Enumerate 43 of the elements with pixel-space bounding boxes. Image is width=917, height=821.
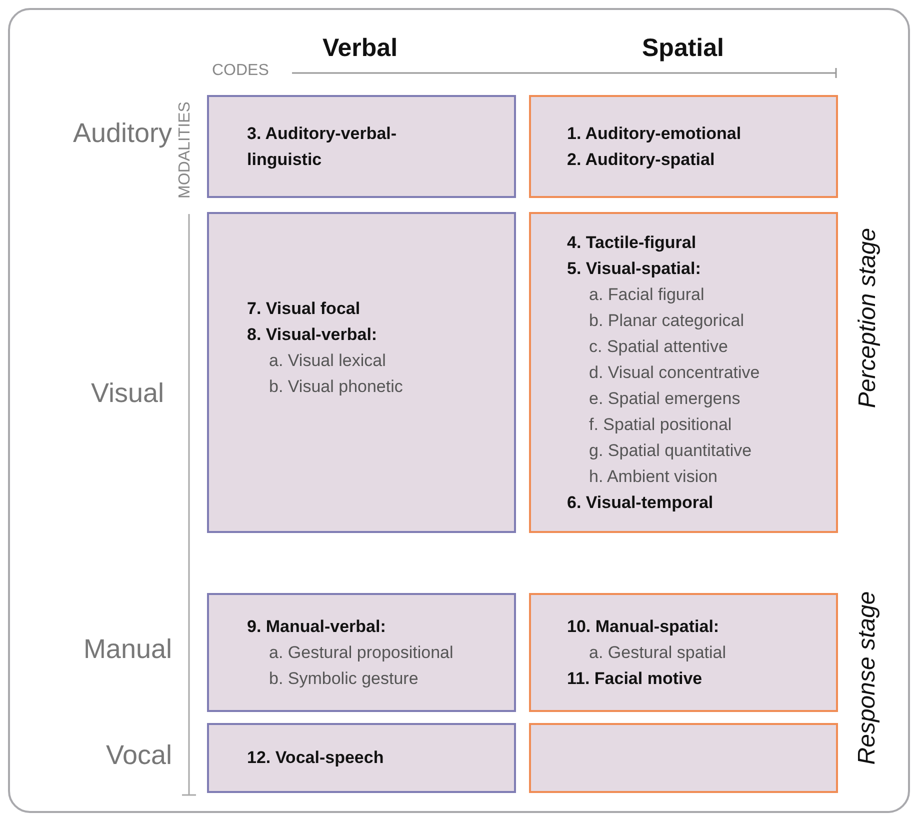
- stage-label: Perception stage: [854, 228, 882, 408]
- sub-item: a. Visual lexical: [268, 350, 386, 372]
- column-heading: Verbal: [322, 34, 398, 63]
- code-item: 3. Auditory-verbal- linguistic: [247, 122, 398, 171]
- sub-item: a. Gestural spatial: [588, 642, 726, 664]
- code-item: 6. Visual-temporal: [567, 492, 714, 514]
- row-label: Vocal: [106, 740, 172, 771]
- code-item: 1. Auditory-emotional: [567, 122, 742, 144]
- axis-label: MODALITIES: [176, 102, 194, 198]
- row-label: Auditory: [72, 118, 172, 149]
- sub-item: c. Spatial attentive: [588, 336, 728, 358]
- sub-item: b. Symbolic gesture: [268, 668, 418, 690]
- stage-label: Response stage: [854, 591, 882, 765]
- sub-item: h. Ambient vision: [588, 466, 718, 488]
- row-label: Visual: [90, 378, 164, 409]
- spatial-code-box: [529, 723, 838, 793]
- spatial-code-box: [529, 212, 838, 533]
- code-item: 10. Manual-spatial:: [567, 616, 720, 638]
- sub-item: a. Facial figural: [588, 284, 704, 306]
- sub-item: g. Spatial quantitative: [588, 440, 752, 462]
- code-item: 11. Facial motive: [567, 668, 702, 690]
- sub-item: b. Planar categorical: [588, 310, 744, 332]
- axis-label: CODES: [212, 62, 269, 80]
- code-item: 12. Vocal-speech: [247, 747, 384, 769]
- sub-item: d. Visual concentrative: [588, 362, 760, 384]
- code-item: 2. Auditory-spatial: [567, 148, 715, 170]
- code-item: 8. Visual-verbal:: [247, 324, 378, 346]
- verbal-code-box: [207, 593, 516, 712]
- sub-item: b. Visual phonetic: [268, 376, 403, 398]
- verbal-code-box: [207, 95, 516, 198]
- code-item: 7. Visual focal: [247, 298, 360, 320]
- sub-item: f. Spatial positional: [588, 414, 732, 436]
- code-item: 4. Tactile-figural: [567, 232, 696, 254]
- verbal-code-box: [207, 212, 516, 533]
- spatial-code-box: [529, 95, 838, 198]
- sub-item: e. Spatial emergens: [588, 388, 740, 410]
- code-item: 5. Visual-spatial:: [567, 258, 701, 280]
- row-label: Manual: [83, 634, 172, 665]
- spatial-code-box: [529, 593, 838, 712]
- column-heading: Spatial: [642, 34, 724, 63]
- sub-item: a. Gestural propositional: [268, 642, 454, 664]
- code-item: 9. Manual-verbal:: [247, 616, 386, 638]
- verbal-code-box: [207, 723, 516, 793]
